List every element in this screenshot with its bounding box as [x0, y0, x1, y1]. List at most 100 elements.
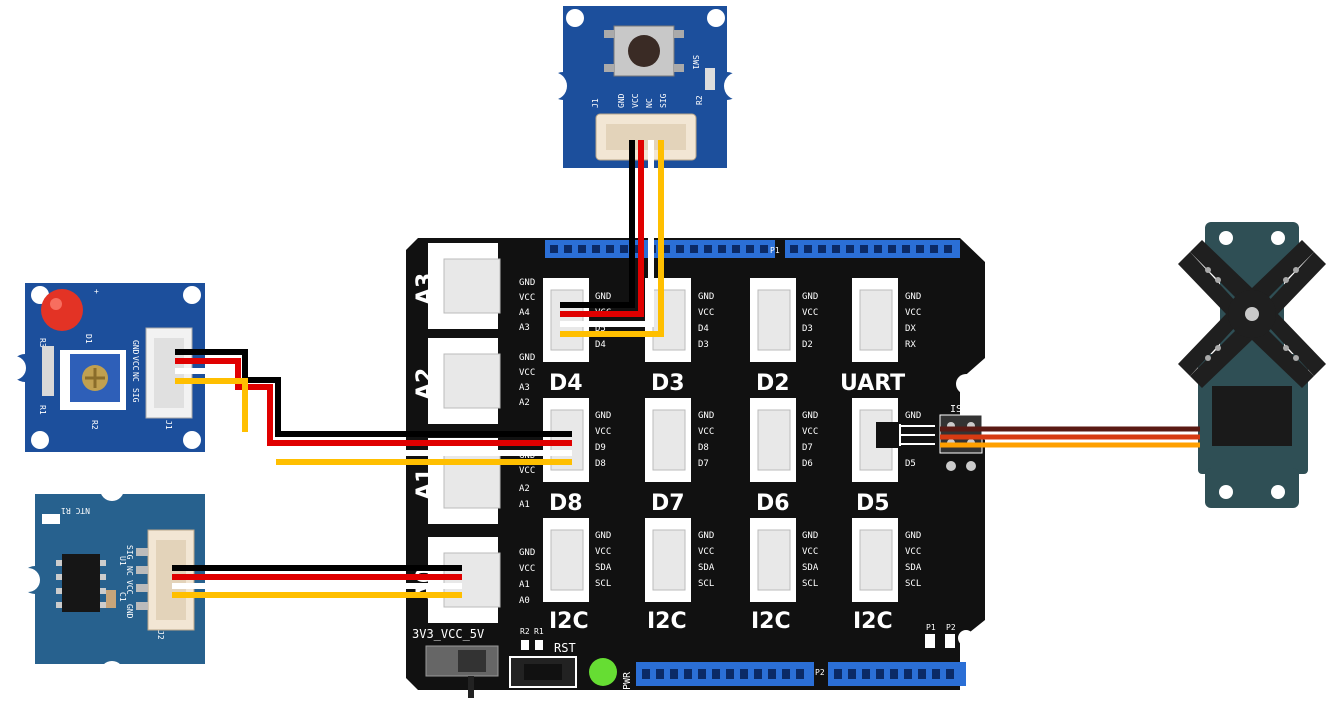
pin-label: GND	[802, 531, 818, 541]
pin-label: GND	[131, 340, 140, 355]
mount-hole	[566, 9, 584, 27]
pin-label: A1	[519, 500, 530, 510]
jumper-p2	[945, 634, 955, 648]
header-pin	[874, 245, 882, 253]
analog-port-a3[interactable]: A3 GND VCC A4 A3	[413, 243, 535, 333]
port-i2c-2[interactable]: GND VCC SDA SCL I2C	[645, 518, 715, 634]
header-pin	[876, 669, 884, 679]
port-d4[interactable]: GND VCC D5 D4 D4	[543, 278, 611, 396]
header-pin	[684, 669, 692, 679]
header-pin	[704, 245, 712, 253]
port-d2[interactable]: GND VCC D3 D2 D2	[750, 278, 818, 396]
reset-button[interactable]	[509, 656, 577, 688]
pin-label: VCC	[698, 427, 714, 437]
header-pin	[860, 245, 868, 253]
mount-hole	[707, 9, 725, 27]
header-pin	[818, 245, 826, 253]
wire-servo-to-d5	[876, 422, 1200, 448]
port-i2c-1[interactable]: GND VCC SDA SCL I2C	[543, 518, 612, 634]
port-d5[interactable]: GND D5 D5	[852, 398, 921, 516]
header-pin	[564, 245, 572, 253]
pin-label: D8	[698, 443, 709, 453]
j1-label: J1	[591, 98, 600, 108]
port-label: UART	[840, 371, 905, 396]
top-header-label: P1	[770, 246, 780, 255]
pin-label: D9	[595, 443, 606, 453]
header-pin	[944, 245, 952, 253]
pin-label: SCL	[595, 579, 611, 589]
pin-label: GND	[698, 411, 714, 421]
port-d7[interactable]: GND VCC D8 D7 D7	[645, 398, 714, 516]
port-i2c-3[interactable]: GND VCC SDA SCL I2C	[750, 518, 819, 634]
header-pin	[670, 669, 678, 679]
wire-potentiometer-to-d8	[175, 349, 572, 465]
pin-label: GND	[519, 278, 535, 288]
port-label: D3	[651, 371, 685, 396]
pin-label: VCC	[125, 580, 134, 595]
port-uart[interactable]: GND VCC DX RX UART	[840, 278, 921, 396]
pin-label: VCC	[131, 356, 140, 371]
analog-port-a2[interactable]: A2 GND VCC A3 A2	[413, 338, 535, 424]
pin-label: SDA	[802, 563, 819, 573]
pin-label: RX	[905, 340, 916, 350]
d1-label: D1	[84, 334, 93, 344]
grove-connector[interactable]	[145, 327, 193, 419]
header-pin	[862, 669, 870, 679]
base-shield: P1 P2 A3 GND VCC A4 A3 A2 GND VCC A3 A2 …	[406, 238, 985, 698]
pin-label: SIG	[125, 545, 134, 560]
servo-horn[interactable]	[1178, 240, 1326, 388]
bottom-header	[636, 662, 966, 686]
bottom-header-label: P2	[815, 668, 825, 677]
header-pin	[732, 245, 740, 253]
push-button[interactable]	[604, 25, 684, 77]
pin-label: GND	[905, 292, 921, 302]
pin-label: SDA	[698, 563, 715, 573]
pin-label: D2	[802, 340, 813, 350]
port-d6[interactable]: GND VCC D7 D6 D6	[750, 398, 818, 516]
port-i2c-4[interactable]: GND VCC SDA SCL I2C	[852, 518, 922, 634]
port-label: I2C	[647, 609, 687, 634]
port-d3[interactable]: GND VCC D4 D3 D3	[645, 278, 714, 396]
wire-temperature-to-a0	[172, 565, 462, 598]
pin-label: D8	[595, 459, 606, 469]
mount-hole	[183, 431, 201, 449]
u1-label: U1	[118, 556, 127, 566]
pin-label: GND	[802, 292, 818, 302]
pin-label: GND	[125, 604, 134, 619]
pin-label: D3	[802, 324, 813, 334]
capacitor	[106, 590, 116, 608]
header-pin	[888, 245, 896, 253]
potentiometer-knob[interactable]	[60, 350, 126, 410]
header-pin	[690, 245, 698, 253]
pin-label: A2	[519, 398, 530, 408]
pin-label: SDA	[595, 563, 612, 573]
pin-label: D4	[698, 324, 709, 334]
sensor-chip	[56, 554, 106, 612]
pin-label: GND	[617, 93, 626, 108]
sw1-label: SW1	[691, 55, 700, 70]
pin-label: GND	[595, 531, 611, 541]
p1-label: P1	[926, 623, 936, 632]
header-pin	[746, 245, 754, 253]
top-header	[545, 240, 960, 258]
potentiometer-module: + D1 R3 R1 R2 GND VCC NC SIG J1	[2, 283, 205, 452]
header-pin	[848, 669, 856, 679]
header-pin	[712, 669, 720, 679]
button-module: SW1 R2 J1 GND VCC NC SIG	[539, 6, 752, 168]
header-pin	[890, 669, 898, 679]
mount-hole	[31, 431, 49, 449]
pin-label: A4	[519, 308, 530, 318]
pin-label: VCC	[905, 308, 921, 318]
port-label: D5	[856, 491, 890, 516]
pwr-label: PWR	[622, 671, 633, 690]
grove-connector[interactable]	[595, 113, 697, 161]
temperature-module: NTC R1 U1 C1 SIG NC VCC GND J2	[16, 477, 205, 685]
pin-label: VCC	[698, 547, 714, 557]
header-pin	[606, 245, 614, 253]
header-pin	[946, 669, 954, 679]
header-pin	[904, 669, 912, 679]
plus-label: +	[94, 287, 99, 296]
voltage-switch[interactable]	[425, 645, 499, 698]
header-pin	[902, 245, 910, 253]
pin-label: VCC	[802, 427, 818, 437]
